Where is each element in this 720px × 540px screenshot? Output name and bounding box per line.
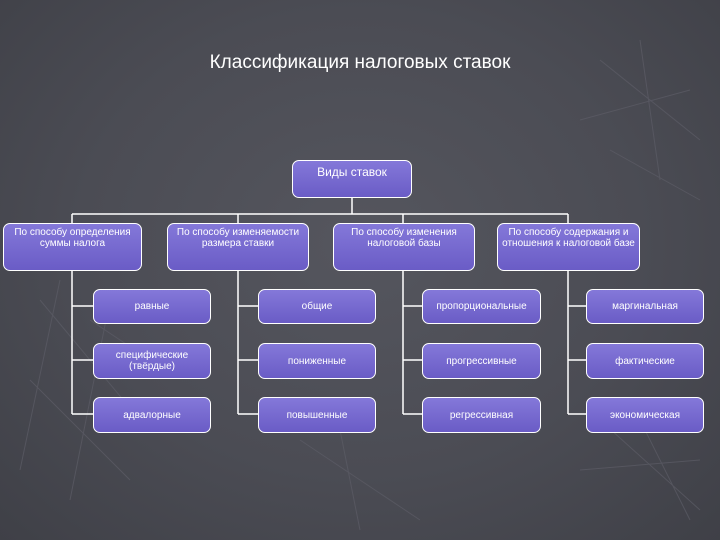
leaf-node: прогрессивные	[422, 343, 541, 379]
leaf-node: регрессивная	[422, 397, 541, 433]
leaf-label: фактические	[615, 355, 675, 367]
leaf-label: маргинальная	[612, 301, 678, 312]
category-label: По способу определения суммы налога	[14, 227, 131, 249]
root-label: Виды ставок	[317, 165, 387, 179]
root-node: Виды ставок	[292, 160, 412, 198]
leaf-label: повышенные	[286, 409, 348, 421]
leaf-label: прогрессивные	[446, 355, 517, 367]
category-node-amount: По способу определения суммы налога	[3, 223, 142, 271]
category-node-size-change: По способу изменяемости размера ставки	[167, 223, 309, 271]
category-label: По способу изменения налоговой базы	[351, 227, 457, 249]
leaf-node: специфические (твёрдые)	[93, 343, 211, 379]
category-node-content-relation: По способу содержания и отношения к нало…	[497, 223, 640, 271]
leaf-label: общие	[301, 301, 333, 312]
leaf-label: специфические (твёрдые)	[115, 350, 189, 372]
leaf-node: общие	[258, 289, 376, 324]
leaf-label: экономическая	[609, 409, 681, 421]
category-label: По способу изменяемости размера ставки	[176, 227, 300, 249]
leaf-label: регрессивная	[449, 409, 514, 421]
leaf-node: адвалорные	[93, 397, 211, 433]
leaf-node: фактические	[586, 343, 704, 379]
leaf-node: пониженные	[258, 343, 376, 379]
category-node-tax-base-change: По способу изменения налоговой базы	[333, 223, 475, 271]
leaf-label: пониженные	[287, 355, 347, 367]
leaf-node: пропорциональные	[422, 289, 541, 324]
leaf-node: равные	[93, 289, 211, 324]
category-label: По способу содержания и отношения к нало…	[502, 227, 635, 249]
leaf-label: пропорциональные	[436, 301, 527, 312]
leaf-label: равные	[134, 301, 170, 312]
leaf-label: адвалорные	[123, 409, 181, 421]
diagram-title: Классификация налоговых ставок	[209, 52, 511, 73]
leaf-node: экономическая	[586, 397, 704, 433]
leaf-node: маргинальная	[586, 289, 704, 324]
leaf-node: повышенные	[258, 397, 376, 433]
